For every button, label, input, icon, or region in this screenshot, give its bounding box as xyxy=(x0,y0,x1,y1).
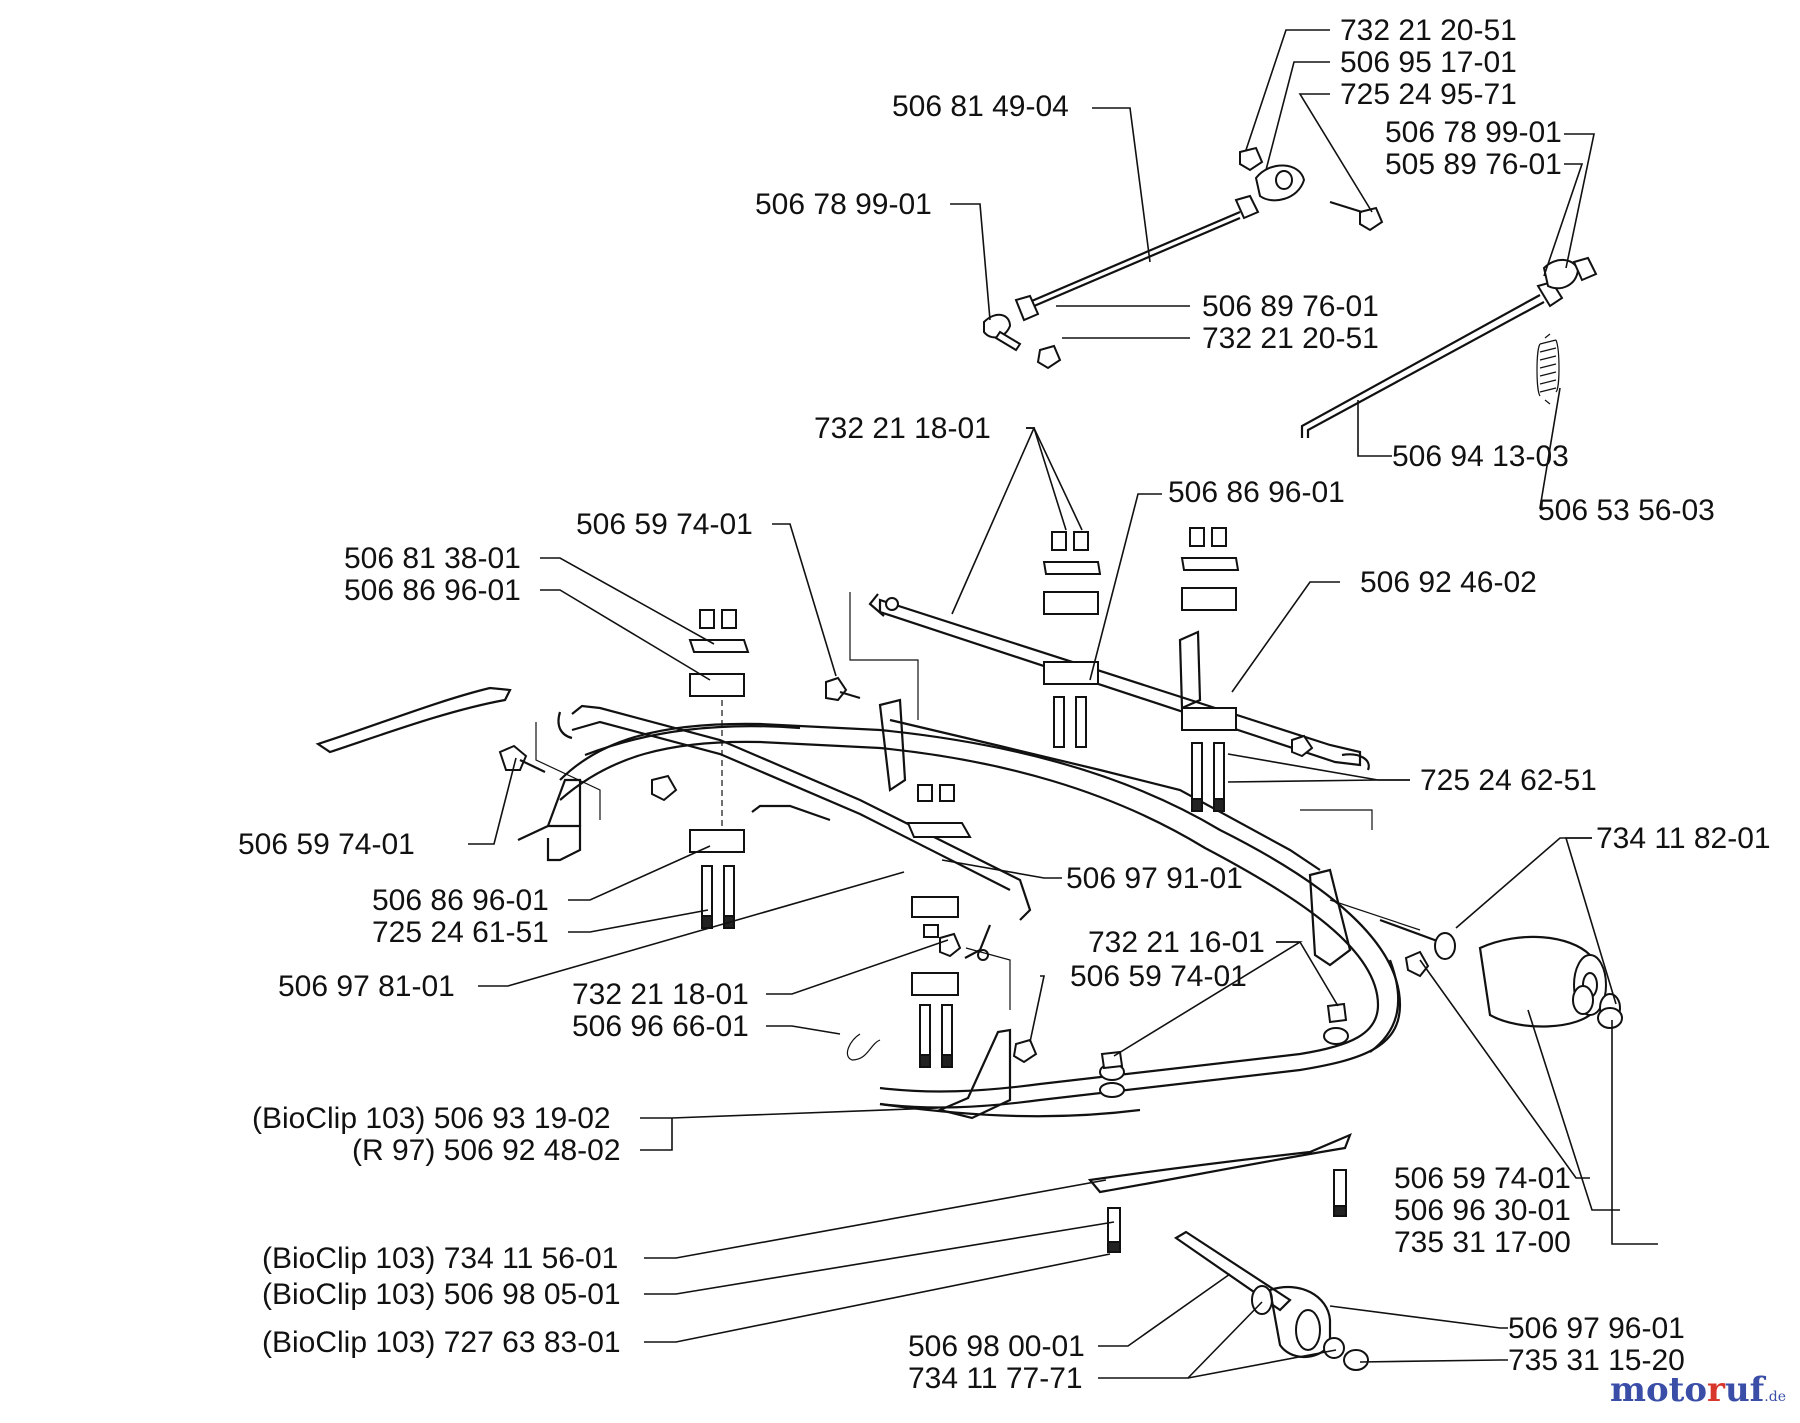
mounting-brackets xyxy=(517,778,1012,1120)
part-label: 506 98 00-01 xyxy=(908,1330,1085,1363)
logo-part: r xyxy=(1707,1370,1725,1410)
bolt-stacks xyxy=(688,527,1240,1068)
part-label: (BioClip 103) 506 93 19-02 xyxy=(252,1102,611,1135)
logo-part: uf xyxy=(1724,1370,1765,1410)
part-label: 734 11 77-71 xyxy=(908,1362,1083,1395)
outline-boxes xyxy=(535,592,1373,1010)
part-label: 506 59 74-01 xyxy=(1070,960,1247,993)
part-label: 506 81 49-04 xyxy=(892,90,1069,123)
part-label: 506 86 96-01 xyxy=(344,574,521,607)
part-label: 506 95 17-01 xyxy=(1340,46,1517,79)
part-label: 506 97 91-01 xyxy=(1066,862,1243,895)
part-label: 506 94 13-03 xyxy=(1392,440,1569,473)
rod-spring-right xyxy=(1300,256,1598,438)
part-label: 506 97 81-01 xyxy=(278,970,455,1003)
part-label: 506 97 96-01 xyxy=(1508,1312,1685,1345)
part-label: 506 96 30-01 xyxy=(1394,1194,1571,1227)
part-label: 505 89 76-01 xyxy=(1385,148,1562,181)
leader-lines xyxy=(468,29,1658,1379)
part-label: 734 11 82-01 xyxy=(1596,822,1771,855)
fasteners xyxy=(498,676,1349,1253)
roller-wheel xyxy=(1404,932,1623,1029)
cable-assembly-left xyxy=(983,146,1384,370)
part-label: 506 96 66-01 xyxy=(572,1010,749,1043)
axle-wheel xyxy=(1173,1230,1369,1371)
part-label: 732 21 18-01 xyxy=(814,412,991,445)
part-label: 735 31 17-00 xyxy=(1394,1226,1571,1259)
deck-frame xyxy=(559,722,1402,1118)
logo-part: moto xyxy=(1609,1370,1708,1410)
part-label: 725 24 62-51 xyxy=(1420,764,1597,797)
site-logo[interactable]: motoruf.de xyxy=(1610,1370,1786,1410)
straps xyxy=(315,686,1352,1194)
part-label: (BioClip 103) 727 63 83-01 xyxy=(262,1326,621,1359)
part-label: 506 86 96-01 xyxy=(372,884,549,917)
part-label: 506 89 76-01 xyxy=(1202,290,1379,323)
left-arm-bar xyxy=(557,704,1032,961)
part-label: 506 59 74-01 xyxy=(238,828,415,861)
part-label: 506 59 74-01 xyxy=(1394,1162,1571,1195)
part-label: 506 53 56-03 xyxy=(1538,494,1715,527)
central-bar xyxy=(878,698,1441,967)
part-label: (BioClip 103) 506 98 05-01 xyxy=(262,1278,621,1311)
logo-suffix: .de xyxy=(1764,1389,1786,1405)
part-label: 506 59 74-01 xyxy=(576,508,753,541)
part-label: 735 31 15-20 xyxy=(1508,1344,1685,1377)
part-label: 732 21 16-01 xyxy=(1088,926,1265,959)
part-label: 506 78 99-01 xyxy=(1385,116,1562,149)
part-label: 506 86 96-01 xyxy=(1168,476,1345,509)
part-label: 732 21 20-51 xyxy=(1340,14,1517,47)
part-label: 725 24 61-51 xyxy=(372,916,549,949)
part-label: 725 24 95-71 xyxy=(1340,78,1517,111)
part-label: 506 78 99-01 xyxy=(755,188,932,221)
part-label: 506 81 38-01 xyxy=(344,542,521,575)
top-link-bar xyxy=(868,593,1370,771)
part-label: 506 92 46-02 xyxy=(1360,566,1537,599)
part-label: (R 97) 506 92 48-02 xyxy=(352,1134,621,1167)
part-label: (BioClip 103) 734 11 56-01 xyxy=(262,1242,619,1275)
part-label: 732 21 18-01 xyxy=(572,978,749,1011)
part-label: 732 21 20-51 xyxy=(1202,322,1379,355)
